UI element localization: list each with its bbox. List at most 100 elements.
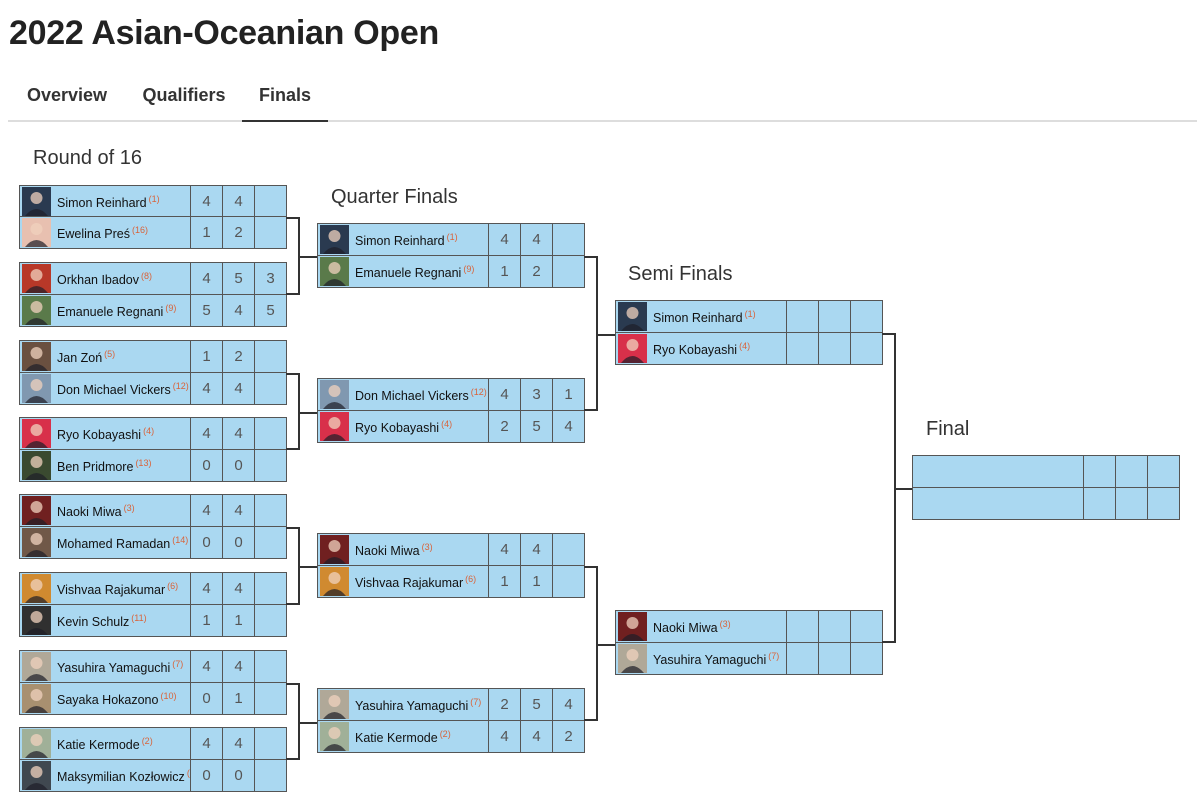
avatar-silhouette-icon bbox=[621, 307, 644, 331]
player-name-cell[interactable]: Yasuhira Yamaguchi(7) bbox=[317, 688, 489, 721]
player-avatar bbox=[22, 729, 51, 758]
player-name-cell[interactable]: Sayaka Hokazono(10) bbox=[19, 682, 191, 715]
set-score-2: 4 bbox=[222, 417, 255, 450]
player-seed: (4) bbox=[143, 426, 155, 436]
avatar-silhouette-icon bbox=[323, 540, 346, 564]
player-seed: (7) bbox=[470, 697, 482, 707]
player-name-cell[interactable]: Ben Pridmore(13) bbox=[19, 449, 191, 482]
avatar-silhouette-icon bbox=[323, 385, 346, 409]
set-score-3 bbox=[254, 216, 287, 249]
player-name-cell[interactable]: Ewelina Preś(16) bbox=[19, 216, 191, 249]
tab-qualifiers[interactable]: Qualifiers bbox=[142, 85, 226, 105]
player-name-cell[interactable]: Maksymilian Kozłowicz(15) bbox=[19, 759, 203, 792]
player-name: Sayaka Hokazono(10) bbox=[57, 691, 176, 707]
player-name-text: Mohamed Ramadan bbox=[57, 537, 171, 552]
player-seed: (8) bbox=[141, 271, 152, 281]
player-seed: (12) bbox=[470, 387, 487, 397]
player-name-text: Ryo Kobayashi bbox=[57, 428, 142, 443]
player-name-cell[interactable]: Mohamed Ramadan(14) bbox=[19, 526, 191, 559]
player-name-cell[interactable]: Yasuhira Yamaguchi(7) bbox=[19, 650, 191, 683]
player-name-cell[interactable]: Naoki Miwa(3) bbox=[317, 533, 489, 566]
player-name-cell[interactable]: Ryo Kobayashi(4) bbox=[317, 410, 489, 443]
player-name: Don Michael Vickers(12) bbox=[355, 387, 487, 403]
player-name: Ryo Kobayashi(4) bbox=[653, 341, 750, 357]
avatar-silhouette-icon bbox=[323, 572, 346, 596]
player-name-cell[interactable] bbox=[912, 487, 1084, 520]
player-avatar bbox=[22, 374, 51, 403]
set-score-1: 4 bbox=[190, 417, 223, 450]
player-name-cell[interactable] bbox=[912, 455, 1084, 488]
player-name: Emanuele Regnani(9) bbox=[57, 303, 176, 319]
avatar-silhouette-icon bbox=[323, 230, 346, 254]
player-name-cell[interactable]: Naoki Miwa(3) bbox=[19, 494, 191, 527]
player-name-cell[interactable]: Ryo Kobayashi(4) bbox=[615, 332, 787, 365]
set-score-2: 5 bbox=[520, 410, 553, 443]
avatar-silhouette-icon bbox=[25, 223, 48, 247]
set-score-1 bbox=[786, 332, 819, 365]
tab-overview[interactable]: Overview bbox=[26, 85, 108, 105]
set-score-3 bbox=[552, 223, 585, 256]
bracket-connector bbox=[598, 644, 615, 646]
bracket-connector bbox=[300, 722, 317, 724]
set-score-2 bbox=[818, 332, 851, 365]
avatar-silhouette-icon bbox=[621, 339, 644, 363]
player-name-cell[interactable]: Simon Reinhard(1) bbox=[19, 185, 191, 218]
player-name: Katie Kermode(2) bbox=[355, 729, 451, 745]
bracket-connector bbox=[598, 334, 615, 336]
player-avatar bbox=[22, 574, 51, 603]
player-name-text: Katie Kermode bbox=[57, 738, 140, 753]
player-seed: (13) bbox=[135, 458, 152, 468]
player-seed: (3) bbox=[421, 542, 433, 552]
player-name-cell[interactable]: Vishvaa Rajakumar(6) bbox=[19, 572, 191, 605]
player-name-cell[interactable]: Orkhan Ibadov(8) bbox=[19, 262, 191, 295]
player-avatar bbox=[22, 296, 51, 325]
player-name-text: Yasuhira Yamaguchi bbox=[653, 653, 767, 668]
player-name-text: Naoki Miwa bbox=[57, 505, 122, 520]
player-name-cell[interactable]: Yasuhira Yamaguchi(7) bbox=[615, 642, 787, 675]
player-avatar bbox=[22, 496, 51, 525]
player-seed: (7) bbox=[768, 651, 780, 661]
player-name-cell[interactable]: Emanuele Regnani(9) bbox=[317, 255, 489, 288]
player-name-text: Emanuele Regnani bbox=[355, 266, 462, 281]
player-name-cell[interactable]: Emanuele Regnani(9) bbox=[19, 294, 191, 327]
set-score-2: 4 bbox=[520, 720, 553, 753]
player-name-cell[interactable]: Kevin Schulz(11) bbox=[19, 604, 191, 637]
player-name-cell[interactable]: Simon Reinhard(1) bbox=[317, 223, 489, 256]
set-score-1 bbox=[786, 642, 819, 675]
set-score-1: 1 bbox=[488, 565, 521, 598]
player-seed: (10) bbox=[160, 691, 177, 701]
avatar-silhouette-icon bbox=[25, 657, 48, 681]
player-avatar bbox=[22, 528, 51, 557]
set-score-1: 1 bbox=[190, 216, 223, 249]
set-score-2: 1 bbox=[222, 604, 255, 637]
player-avatar bbox=[22, 218, 51, 247]
set-score-3 bbox=[254, 417, 287, 450]
player-seed: (4) bbox=[739, 341, 751, 351]
set-score-2: 5 bbox=[222, 262, 255, 295]
player-name-cell[interactable]: Jan Zoń(5) bbox=[19, 340, 191, 373]
set-score-3 bbox=[1147, 487, 1180, 520]
set-score-3 bbox=[254, 449, 287, 482]
player-avatar bbox=[22, 342, 51, 371]
player-name-cell[interactable]: Katie Kermode(2) bbox=[19, 727, 191, 760]
player-name-cell[interactable]: Ryo Kobayashi(4) bbox=[19, 417, 191, 450]
set-score-3 bbox=[1147, 455, 1180, 488]
player-name: Kevin Schulz(11) bbox=[57, 613, 147, 629]
bracket-connector bbox=[300, 566, 317, 568]
player-avatar bbox=[320, 535, 349, 564]
player-name-cell[interactable]: Don Michael Vickers(12) bbox=[317, 378, 489, 411]
set-score-3: 3 bbox=[254, 262, 287, 295]
avatar-silhouette-icon bbox=[25, 347, 48, 371]
player-name-cell[interactable]: Vishvaa Rajakumar(6) bbox=[317, 565, 489, 598]
tab-finals[interactable]: Finals bbox=[242, 72, 328, 122]
player-seed: (12) bbox=[172, 381, 189, 391]
avatar-silhouette-icon bbox=[25, 611, 48, 635]
player-name-text: Vishvaa Rajakumar bbox=[57, 583, 166, 598]
set-score-3 bbox=[254, 682, 287, 715]
player-name: Naoki Miwa(3) bbox=[653, 619, 731, 635]
player-avatar bbox=[22, 451, 51, 480]
player-name-cell[interactable]: Naoki Miwa(3) bbox=[615, 610, 787, 643]
player-name-cell[interactable]: Simon Reinhard(1) bbox=[615, 300, 787, 333]
player-name-cell[interactable]: Katie Kermode(2) bbox=[317, 720, 489, 753]
player-name-cell[interactable]: Don Michael Vickers(12) bbox=[19, 372, 191, 405]
